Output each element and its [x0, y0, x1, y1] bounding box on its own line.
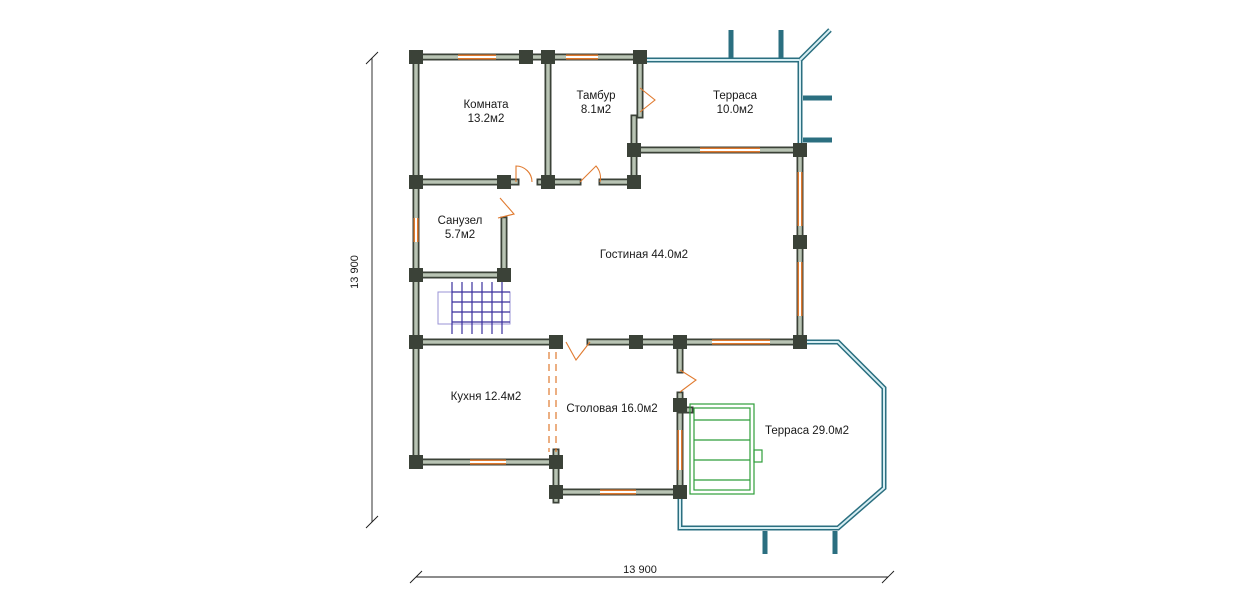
room-komnata-area: 13.2м2	[468, 113, 505, 125]
windows	[413, 54, 803, 495]
door-terrasa-large	[679, 369, 697, 393]
terrace-table	[689, 403, 763, 495]
room-terrasa-large-label: Терраса 29.0м2	[765, 425, 849, 437]
door-tambur	[579, 165, 602, 183]
door-komnata	[515, 165, 533, 183]
doors	[497, 87, 697, 452]
door-sanuzel	[497, 197, 516, 219]
dimension-height-label: 13 900	[349, 255, 361, 289]
room-komnata-name: Комната	[463, 99, 509, 111]
dimension-width-label: 13 900	[623, 564, 657, 576]
door-stolovaya	[565, 341, 591, 361]
terrace-railings	[640, 28, 887, 554]
wall-joints	[409, 50, 807, 499]
room-kuhnya-label: Кухня 12.4м2	[451, 391, 522, 403]
room-tambur-area: 8.1м2	[581, 104, 611, 116]
room-sanuzel-area: 5.7м2	[445, 229, 475, 241]
dimension-vertical: 13 900	[349, 51, 379, 529]
dimension-horizontal: 13 900	[409, 564, 895, 584]
room-tambur-name: Тамбур	[576, 90, 615, 102]
room-terrasa-small-area: 10.0м2	[717, 104, 754, 116]
room-sanuzel-name: Санузел	[438, 215, 483, 227]
room-labels: Комната 13.2м2 Тамбур 8.1м2 Терраса 10.0…	[438, 90, 849, 437]
room-terrasa-small-name: Терраса	[713, 90, 758, 102]
room-gostinaya-label: Гостиная 44.0м2	[600, 249, 688, 261]
room-stolovaya-label: Столовая 16.0м2	[566, 403, 657, 415]
stairs	[437, 282, 511, 334]
door-terrasa-small	[639, 87, 656, 113]
